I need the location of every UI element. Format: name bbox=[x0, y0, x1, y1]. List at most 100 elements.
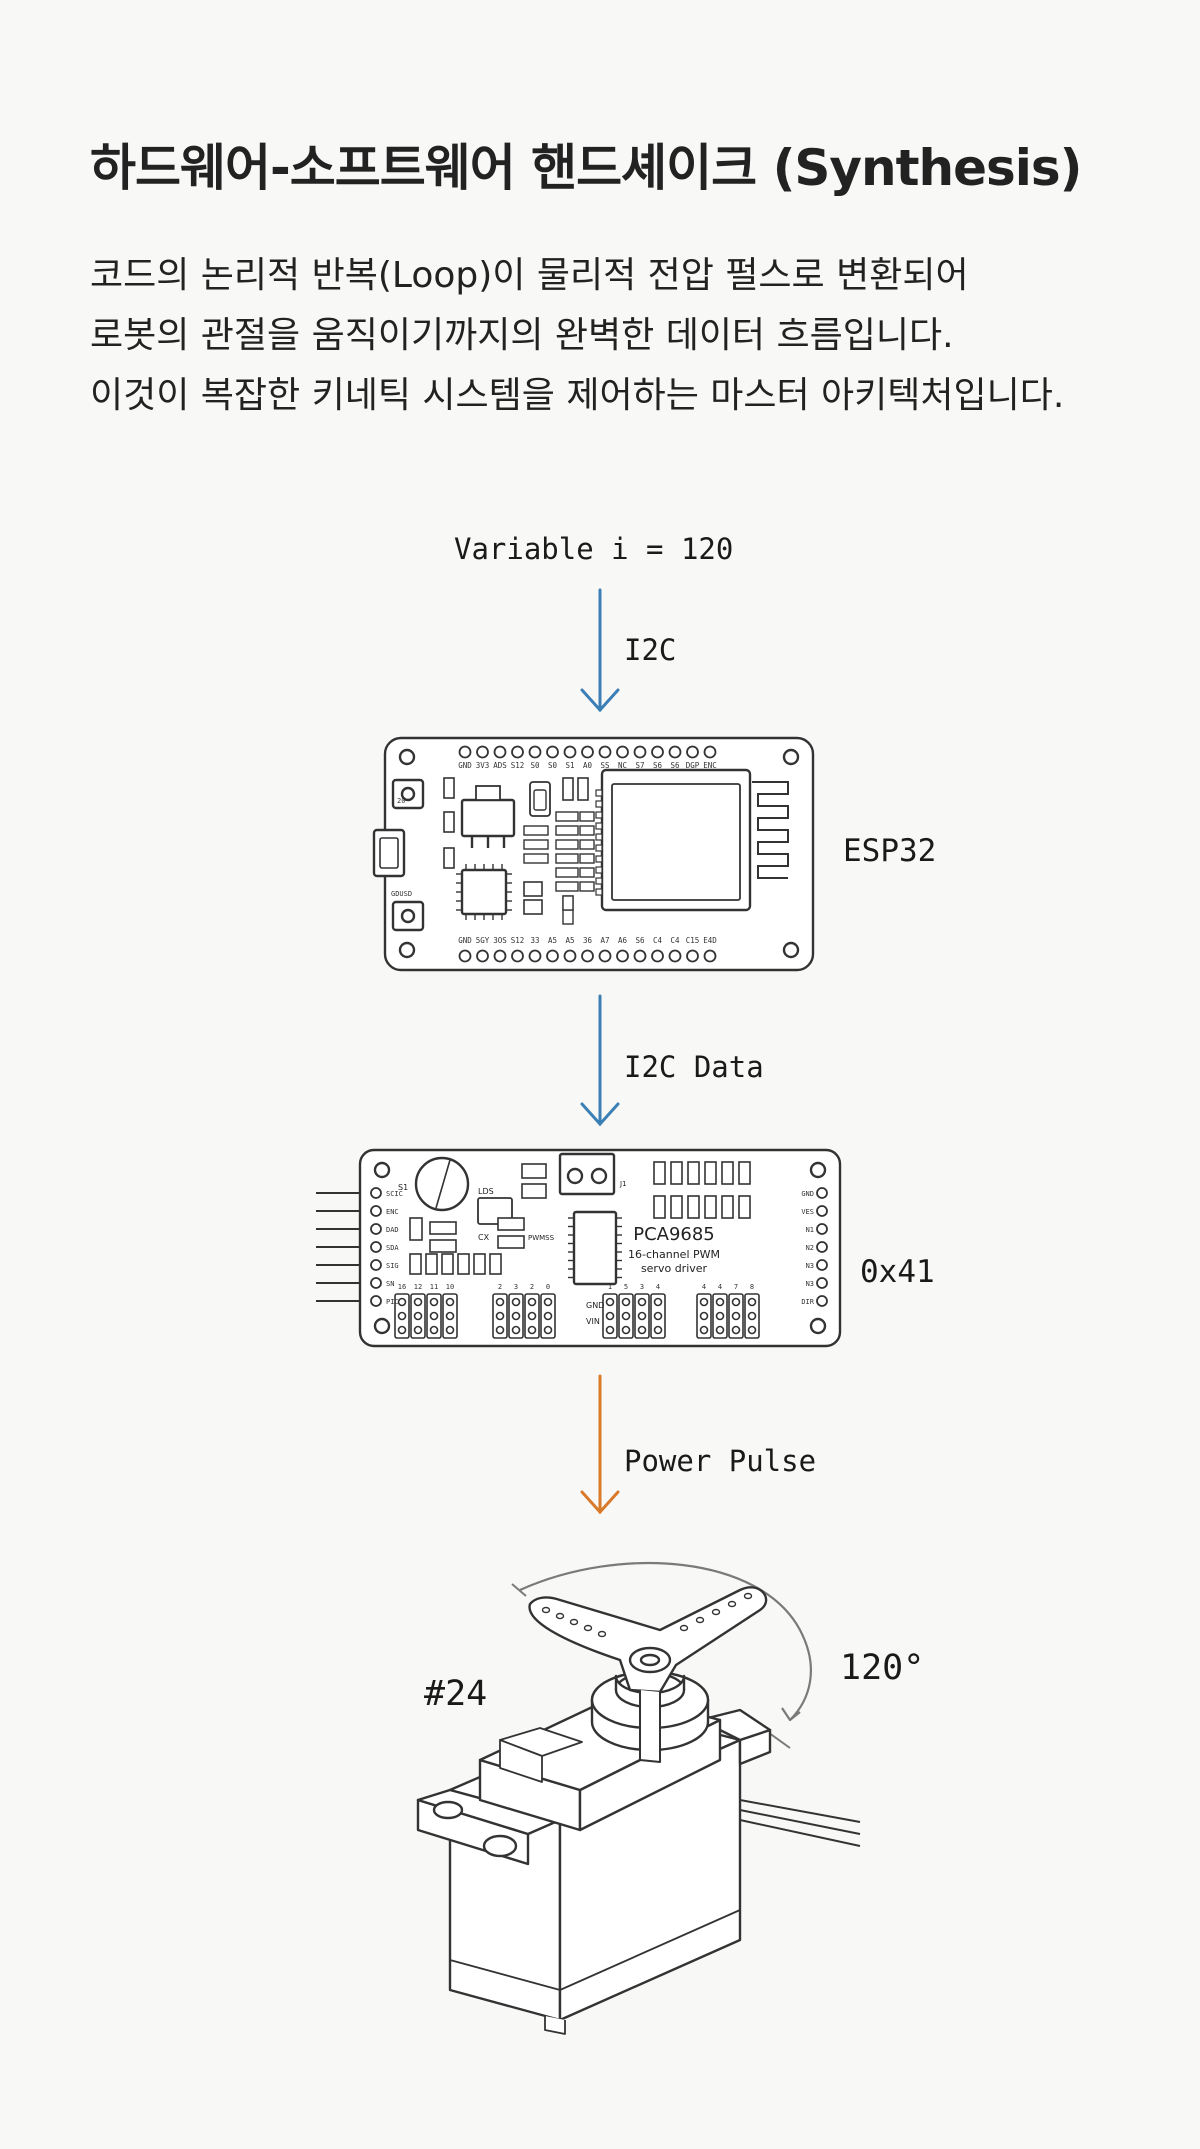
pca-left-pin-label: SN bbox=[386, 1280, 394, 1288]
esp32-bottom-pin-label: C4 bbox=[653, 936, 663, 945]
esp32-top-pin-label: ENC bbox=[703, 761, 717, 770]
electrolytic-capacitor bbox=[414, 1156, 470, 1212]
esp32-top-pin bbox=[703, 745, 717, 759]
esp32-bottom-pin-label: 3OS bbox=[493, 936, 507, 945]
antenna-trace bbox=[752, 781, 789, 879]
description-line-3: 이것이 복잡한 키네틱 시스템을 제어하는 마스터 아키텍처입니다. bbox=[90, 375, 1065, 416]
esp32-bottom-pin-label: A5 bbox=[548, 936, 557, 945]
esp32-bottom-pin bbox=[581, 949, 594, 963]
driver-address-label: 0x41 bbox=[860, 1254, 935, 1290]
pca-subtitle-1: 16-channel PWM bbox=[628, 1248, 720, 1261]
esp32-top-pin bbox=[616, 745, 629, 759]
esp32-top-pin bbox=[581, 745, 594, 759]
pca-channel-label: 3 bbox=[640, 1283, 644, 1291]
pca-right-pin-label: VES bbox=[801, 1208, 814, 1216]
servo-id-label: #24 bbox=[424, 1674, 488, 1714]
esp32-top-pin bbox=[651, 745, 664, 759]
esp32-bottom-pin bbox=[668, 949, 682, 963]
esp32-bottom-pin-label: A6 bbox=[618, 936, 628, 945]
pca-left-pin-label: SDA bbox=[386, 1244, 399, 1252]
pca-channel-label: 10 bbox=[446, 1283, 454, 1291]
esp32-bottom-pin bbox=[458, 949, 472, 963]
pca-channel-label: 16 bbox=[398, 1283, 406, 1291]
esp32-board bbox=[372, 736, 815, 972]
description: 코드의 논리적 반복(Loop)이 물리적 전압 펄스로 변환되어 로봇의 관절… bbox=[90, 246, 1150, 426]
esp32-bottom-header bbox=[458, 949, 717, 963]
pca-chip-name: PCA9685 bbox=[633, 1224, 715, 1245]
esp32-top-pin bbox=[563, 745, 577, 759]
pca-label-lds: LDS bbox=[478, 1187, 494, 1196]
esp32-top-pin-label: NC bbox=[618, 761, 627, 770]
esp32-top-pin bbox=[493, 745, 507, 759]
esp32-bottom-pin-label: 36 bbox=[583, 936, 593, 945]
esp32-bottom-pin bbox=[633, 949, 647, 963]
pca-left-pin-label: PIC bbox=[386, 1298, 399, 1306]
esp32-top-pin-label: S0 bbox=[548, 761, 558, 770]
pca-label-s1: S1 bbox=[398, 1183, 408, 1192]
esp32-top-pin-label: GND bbox=[458, 761, 472, 770]
pca-gnd-label: GND bbox=[586, 1301, 604, 1310]
source-variable-label: Variable i = 120 bbox=[454, 532, 734, 566]
esp32-bottom-pin bbox=[703, 949, 717, 963]
esp32-bottom-pin bbox=[563, 949, 577, 963]
arrow2-label: I2C Data bbox=[624, 1050, 764, 1084]
arrow-i2c-data bbox=[580, 994, 620, 1127]
esp32-bottom-pin bbox=[651, 949, 664, 963]
pca-right-pin-label: N2 bbox=[806, 1244, 814, 1252]
esp32-top-pin-label: 3V3 bbox=[476, 761, 490, 770]
pca-left-pin-label: SIG bbox=[386, 1262, 399, 1270]
esp32-bottom-pin-label: A7 bbox=[600, 936, 609, 945]
description-line-2: 로봇의 관절을 움직이기까지의 완벽한 데이터 흐름입니다. bbox=[90, 315, 954, 356]
arrow1-label: I2C bbox=[624, 633, 677, 667]
pca-channel-label: 2 bbox=[530, 1283, 534, 1291]
io0-label: GDUSD bbox=[391, 890, 412, 898]
pca-subtitle-2: servo driver bbox=[641, 1262, 708, 1275]
arrow3-label: Power Pulse bbox=[624, 1444, 817, 1478]
esp32-top-pin-label: S7 bbox=[635, 761, 644, 770]
description-line-1: 코드의 논리적 반복(Loop)이 물리적 전압 펄스로 변환되어 bbox=[90, 255, 969, 296]
esp32-bottom-pin-label: 33 bbox=[530, 936, 539, 945]
arrow-i2c bbox=[580, 588, 620, 713]
pca-channel-label: 5 bbox=[624, 1283, 628, 1291]
esp32-bottom-pin bbox=[598, 949, 612, 963]
esp32-bottom-pin-label: C15 bbox=[686, 936, 700, 945]
pca-channel-label: 4 bbox=[656, 1283, 660, 1291]
esp32-top-pin-label: S1 bbox=[565, 761, 574, 770]
pca-label-pwm: PWMSS bbox=[528, 1234, 555, 1242]
esp32-bottom-pin bbox=[476, 949, 489, 963]
esp32-bottom-pin bbox=[528, 949, 542, 963]
pca-right-pin-label: N3 bbox=[806, 1262, 814, 1270]
arrow-power-pulse bbox=[580, 1374, 620, 1515]
pca-vin-label: VIN bbox=[586, 1317, 600, 1326]
esp32-bottom-pin bbox=[493, 949, 507, 963]
pca-right-pin-label: N1 bbox=[806, 1226, 814, 1234]
esp32-bottom-pin-label: E4D bbox=[703, 936, 717, 945]
pca-label-j1: J1 bbox=[619, 1180, 627, 1188]
pca-channel-label: 0 bbox=[546, 1283, 550, 1291]
esp32-bottom-pin-label: S6 bbox=[635, 936, 645, 945]
pca-channel-label: 8 bbox=[750, 1283, 754, 1291]
esp32-top-header bbox=[458, 745, 717, 759]
esp32-top-pin-label: S6 bbox=[670, 761, 680, 770]
esp32-bottom-pin bbox=[546, 949, 559, 963]
pca-channel-label: 4 bbox=[702, 1283, 706, 1291]
esp32-top-pin bbox=[668, 745, 682, 759]
pca-right-pin-label: DIR bbox=[801, 1298, 814, 1306]
pca-right-pin-label: N3 bbox=[806, 1280, 814, 1288]
servo-horn bbox=[528, 1586, 768, 1694]
esp32-top-pin-label: S6 bbox=[653, 761, 663, 770]
servo-motor bbox=[416, 1562, 861, 2035]
voltage-regulator bbox=[460, 798, 516, 838]
esp32-top-pin-label: SS bbox=[600, 761, 610, 770]
pca-label-cx: CX bbox=[478, 1233, 490, 1242]
esp32-top-pin bbox=[633, 745, 647, 759]
usb-port bbox=[372, 828, 406, 878]
pca-left-pin-label: DAD bbox=[386, 1226, 399, 1234]
esp32-bottom-pin-label: GND bbox=[458, 936, 472, 945]
pca-channel-label: 2 bbox=[498, 1283, 502, 1291]
pca-channel-label: 7 bbox=[734, 1283, 738, 1291]
esp32-top-pin bbox=[476, 745, 489, 759]
esp32-bottom-pin bbox=[511, 949, 524, 963]
pca9685-chip bbox=[572, 1210, 618, 1286]
